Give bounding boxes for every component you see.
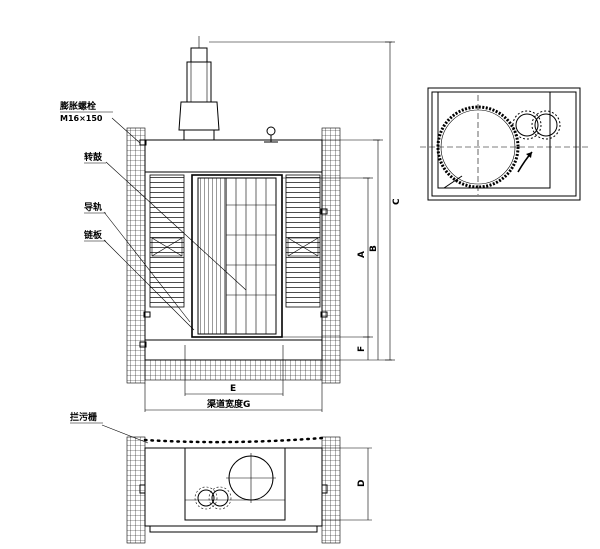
plan-left-wall [126, 436, 146, 544]
dim-e: E [230, 384, 236, 394]
dim-f: F [357, 346, 367, 352]
dim-c: C [392, 198, 402, 205]
dim-b: B [369, 245, 379, 252]
horizontal-dimensions [144, 345, 323, 412]
channel-width-label: 渠道宽度G [206, 398, 250, 410]
channel-floor [144, 359, 323, 381]
chain-plate-label: 链板 [84, 229, 103, 241]
guide-rail-label: 导轨 [84, 201, 102, 213]
drum-screen [191, 174, 283, 338]
lifting-lug [264, 126, 278, 143]
dim-d: D [357, 480, 367, 487]
front-elevation [103, 36, 395, 412]
motor-reducer [178, 36, 220, 141]
right-wall [321, 127, 341, 384]
drum-circle [436, 105, 520, 189]
vertical-dimensions [209, 41, 395, 361]
anchor-bolt-label: 膨胀螺栓 [59, 100, 96, 112]
side-view [420, 87, 588, 201]
right-slat-panel [285, 174, 321, 308]
left-slat-panel [149, 174, 185, 308]
anchor-bolt-spec: M16×150 [60, 114, 103, 123]
drum-label: 转鼓 [84, 151, 103, 163]
plan-view [101, 424, 372, 544]
grate-plate-label: 拦污栅 [70, 411, 97, 423]
dim-a: A [357, 251, 367, 258]
plan-right-wall [321, 436, 341, 544]
left-wall [126, 127, 146, 384]
